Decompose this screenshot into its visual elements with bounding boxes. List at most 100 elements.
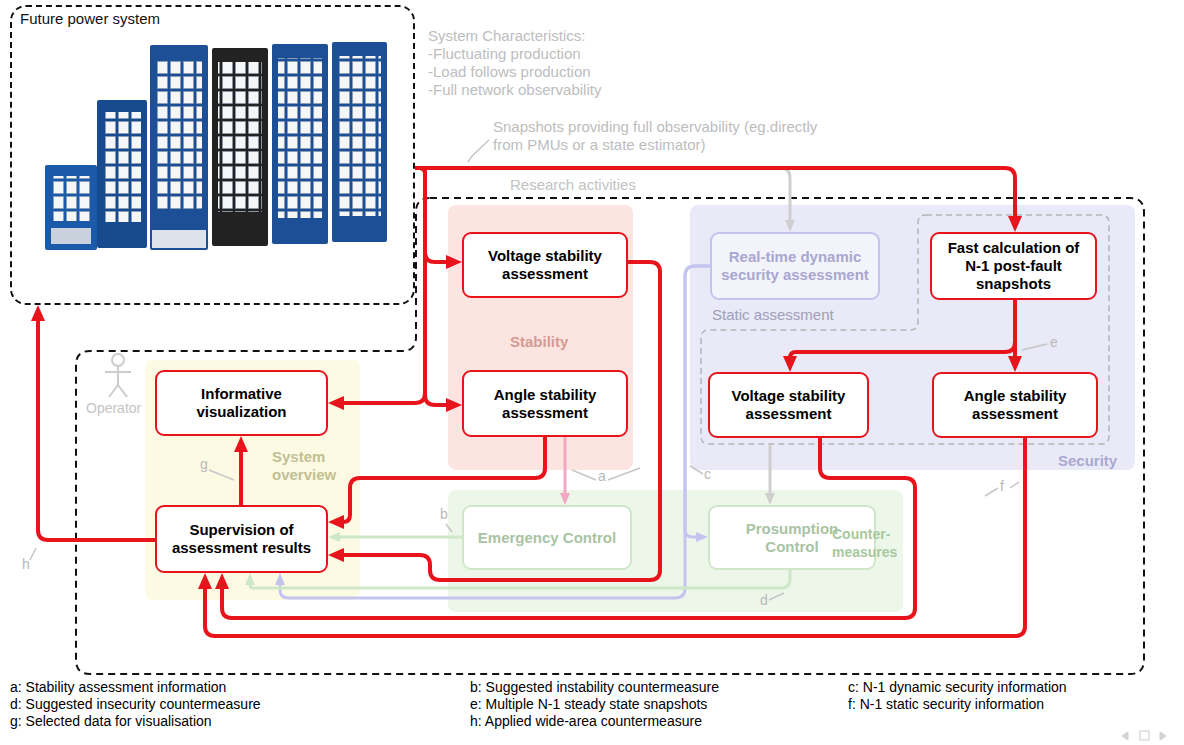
label-holder: h [22, 556, 30, 573]
operator-figure [117, 366, 119, 385]
legend-line: f: N-1 static security information [848, 696, 1044, 713]
connector [38, 313, 155, 540]
region-band: Stability Voltage stability assessmentAng… [448, 205, 633, 470]
label-holder: f [1000, 478, 1004, 495]
server-cabinets [278, 58, 322, 218]
group-label: Stability [510, 333, 568, 351]
server-cabinets [51, 176, 91, 221]
callout-letter: h [22, 556, 30, 573]
process-box: Informative visualization [155, 370, 328, 436]
legend-line: b: Suggested instability countermeasure [470, 679, 719, 696]
label-holder: System Characteristics: [428, 27, 586, 45]
navigation-icons [1122, 732, 1128, 740]
operator-figure [105, 354, 131, 397]
legend-line: a: Stability assessment information [10, 679, 226, 696]
note-text: -Full network observability [428, 81, 601, 99]
label-holder: a [598, 468, 606, 485]
leader-line [985, 488, 998, 496]
label-holder: d: Suggested insecurity countermeasure [10, 696, 261, 713]
region-band: SecurityReal-time dynamic security asses… [690, 205, 1135, 470]
callout-letter: f [1000, 478, 1004, 495]
note-text: -Load follows production [428, 63, 591, 81]
label-holder: -Full network observability [428, 81, 601, 99]
legend-line: g: Selected data for visualisation [10, 713, 212, 730]
note-text: System Characteristics: [428, 27, 586, 45]
navigation-icons [1122, 731, 1166, 740]
navigation-icons [1140, 731, 1149, 740]
callout-letter: g [200, 456, 208, 473]
process-box: Voltage stability assessment [462, 232, 628, 298]
group-outline [701, 215, 1109, 444]
region-band: System overview Informative visualization… [145, 360, 360, 600]
server-cabinets [103, 112, 141, 222]
label-holder: -Load follows production [428, 63, 591, 81]
box-label: Angle stability assessment [472, 386, 618, 422]
label-holder: e [1050, 334, 1058, 351]
note-text: -Fluctuating production [428, 45, 581, 63]
note-text: Operator [86, 400, 141, 417]
legend-line: e: Multiple N-1 steady state snapshots [470, 696, 707, 713]
label-holder: Operator [86, 400, 141, 417]
label-holder: -Fluctuating production [428, 45, 581, 63]
group-label: Counter-measures [832, 525, 904, 561]
operator-figure [112, 354, 124, 366]
label-holder: d [760, 592, 768, 609]
label-holder: b [440, 506, 448, 523]
process-box: Voltage stability assessment [708, 372, 869, 438]
legend-line: c: N-1 dynamic security information [848, 679, 1067, 696]
label-holder: g [200, 456, 208, 473]
process-box: Angle stability assessment [462, 370, 628, 437]
process-box: Prosumption Control [708, 505, 876, 570]
research-group: Research activitiesStabilityVoltage stab… [75, 197, 1145, 675]
leader-line [468, 140, 489, 162]
process-box: Fast calculation of N-1 post-fault snaps… [930, 232, 1097, 300]
process-box: Angle stability assessment [932, 372, 1098, 438]
server-cabinets [45, 42, 387, 250]
region-band: Counter-measures Emergency Control Prosump… [448, 490, 903, 612]
navigation-icons [1160, 732, 1166, 740]
note-text: Snapshots providing full observability (… [493, 118, 838, 154]
process-box: Real-time dynamic security assessment [710, 232, 880, 300]
operator-figure [105, 371, 131, 373]
leader-line [572, 470, 596, 480]
connector [1013, 300, 1017, 364]
server-cabinets [338, 56, 381, 216]
box-label: Prosumption Control [718, 520, 866, 556]
server-cabinets [272, 44, 328, 244]
box-label: Voltage stability assessment [472, 247, 618, 283]
callout-letter: d [760, 592, 768, 609]
server-cabinets [332, 42, 387, 242]
box-label: Real-time dynamic security assessment [720, 248, 870, 284]
process-box: Emergency Control [462, 505, 632, 570]
label-holder: h: Applied wide-area countermeasure [470, 713, 702, 730]
label-holder: a: Stability assessment information [10, 679, 226, 696]
leader-line [30, 548, 36, 560]
box-label: Emergency Control [472, 529, 622, 547]
box-label: Voltage stability assessment [718, 387, 859, 423]
group-label: Research activities [510, 176, 636, 194]
legend-line: h: Applied wide-area countermeasure [470, 713, 702, 730]
box-label: Angle stability assessment [942, 387, 1088, 423]
connector [564, 437, 567, 497]
server-cabinets [152, 230, 206, 248]
box-label: Informative visualization [165, 385, 318, 421]
legend-line: d: Suggested insecurity countermeasure [10, 696, 261, 713]
leader-line [1010, 482, 1019, 488]
server-cabinets [97, 100, 147, 248]
server-cabinets [156, 60, 202, 210]
connector [336, 536, 462, 539]
callout-letter: e [1050, 334, 1058, 351]
label-holder: Snapshots providing full observability (… [493, 118, 838, 154]
operator-figure [118, 385, 127, 397]
group-label: System overview [272, 448, 352, 484]
callout-letter: c [704, 466, 711, 483]
label-holder: e: Multiple N-1 steady state snapshots [470, 696, 707, 713]
label-holder: c: N-1 dynamic security information [848, 679, 1067, 696]
group-label: Static assessment [712, 306, 834, 324]
label-holder: f: N-1 static security information [848, 696, 1044, 713]
operator-figure [109, 385, 118, 397]
server-cabinets [45, 165, 97, 250]
server-cabinets [218, 62, 262, 212]
